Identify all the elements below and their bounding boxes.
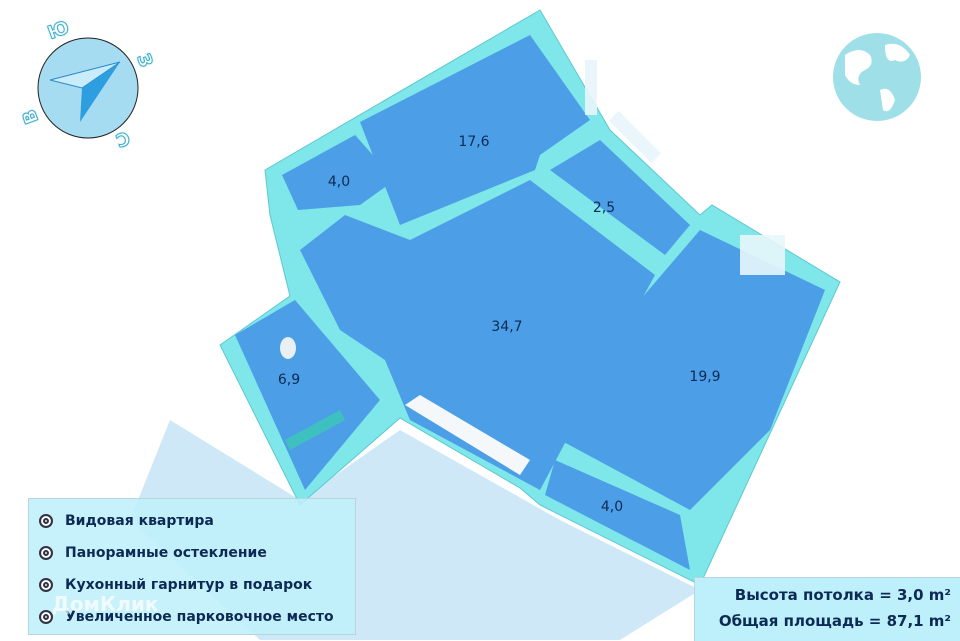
bullet-icon: [39, 514, 53, 528]
watermark: ДомКлик: [52, 592, 159, 616]
feature-text: Кухонный гарнитур в подарок: [65, 577, 313, 593]
room-floor-34-7: [300, 180, 655, 490]
ceiling-height: Высота потолка = 3,0 m²: [734, 586, 951, 604]
room-area-label: 19,9: [689, 369, 721, 385]
feature-item: Панорамные остекление: [29, 537, 355, 569]
globe-icon: [833, 33, 921, 121]
feature-item: Видовая квартира: [29, 505, 355, 537]
feature-text: Увеличенное парковочное место: [65, 609, 334, 625]
bullet-icon: [39, 546, 53, 560]
room-area-label: 6,9: [277, 372, 301, 388]
bathroom-glass: [285, 410, 345, 450]
room-floor-19-9: [560, 230, 825, 510]
room-area-label: 34,7: [491, 319, 523, 335]
room-floor-4-0-bottom: [545, 460, 690, 570]
features-panel: Видовая квартира Панорамные остекление К…: [28, 498, 356, 635]
room-area-label: 17,6: [458, 134, 490, 150]
kitchen-counter: [405, 395, 530, 475]
feature-item: Кухонный гарнитур в подарок: [29, 569, 355, 601]
toilet-icon: [280, 337, 296, 359]
room-floor-6-9: [235, 300, 380, 490]
feature-text: Панорамные остекление: [65, 545, 267, 561]
room-floor-2-5: [550, 140, 690, 255]
total-area: Общая площадь = 87,1 m²: [718, 612, 951, 630]
feature-item: Увеличенное парковочное место: [29, 601, 355, 633]
compass: [37, 37, 139, 139]
room-floor-17-6: [360, 35, 590, 225]
windows: [585, 60, 785, 275]
feature-text: Видовая квартира: [65, 513, 214, 529]
bullet-icon: [39, 610, 53, 624]
room-area-label: 4,0: [327, 174, 351, 190]
summary-panel: Высота потолка = 3,0 m² Общая площадь = …: [694, 577, 960, 641]
room-area-label: 2,5: [592, 200, 616, 216]
compass-arrow-shade: [80, 62, 120, 122]
room-floor-4-0-top: [282, 135, 395, 210]
bullet-icon: [39, 578, 53, 592]
room-area-label: 4,0: [600, 499, 624, 515]
